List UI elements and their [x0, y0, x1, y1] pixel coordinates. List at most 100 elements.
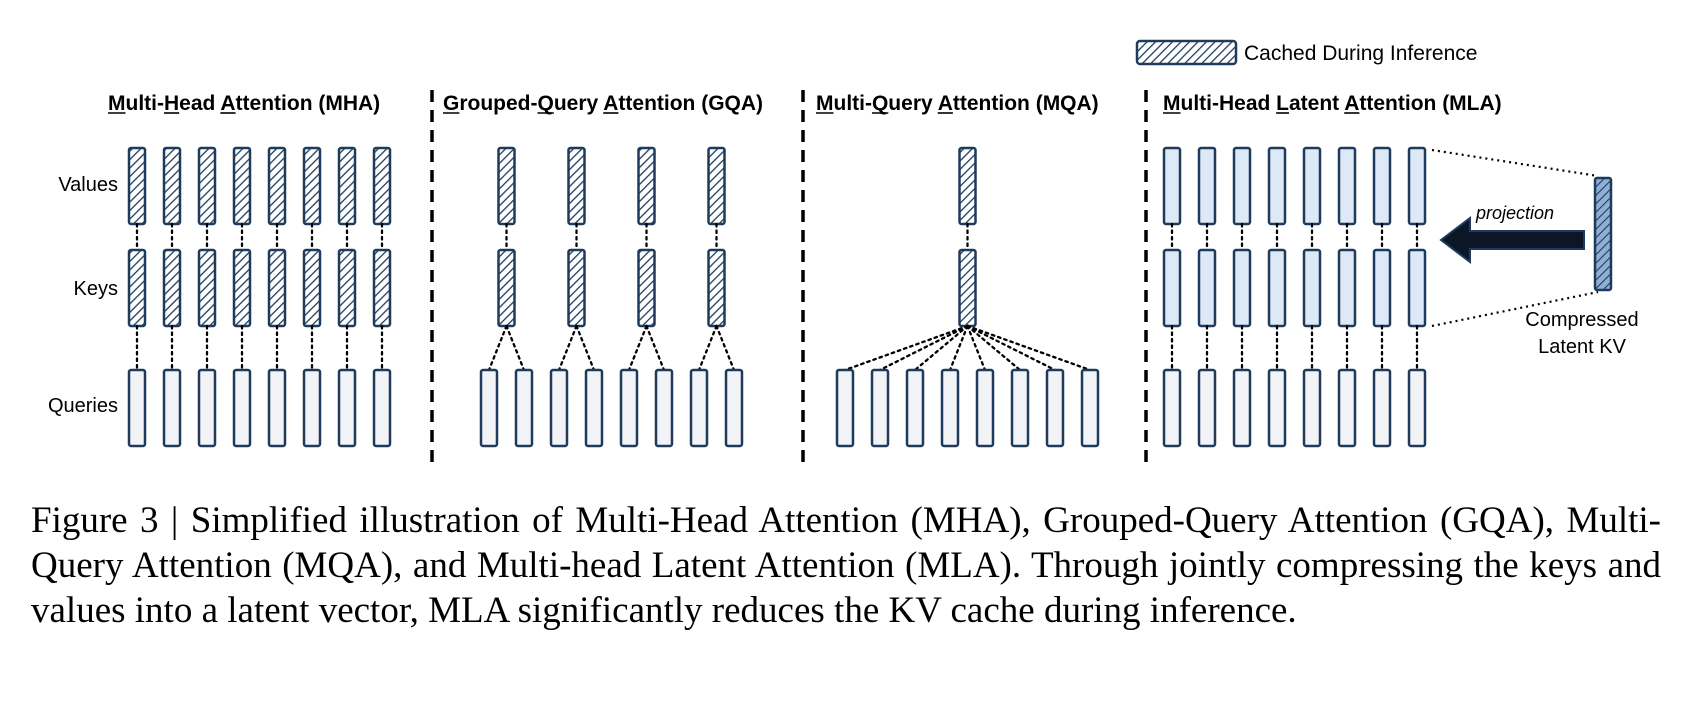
- keys-row-label: Keys: [74, 278, 118, 300]
- mqa-key-head: [958, 248, 977, 328]
- mha-value-head: [372, 146, 392, 226]
- mha-key-head: [267, 248, 287, 328]
- mha-key-head: [302, 248, 322, 328]
- mha-value-head: [127, 146, 147, 226]
- gqa-value-head: [497, 146, 516, 226]
- gqa-key-query-link: [557, 324, 578, 372]
- mqa-key-query-link: [966, 324, 1057, 372]
- mla-value-head: [1337, 146, 1357, 226]
- legend-swatch: [1135, 39, 1238, 66]
- mha-query-head: [197, 368, 217, 448]
- gqa-query-head: [724, 368, 744, 448]
- gqa-key-query-link: [715, 324, 736, 372]
- mla-query-head: [1162, 368, 1182, 448]
- mla-value-head: [1407, 146, 1427, 226]
- mha-title: Multi-Head Attention (MHA): [108, 92, 380, 115]
- mla-title: Multi-Head Latent Attention (MLA): [1163, 92, 1502, 115]
- mla-value-head: [1302, 146, 1322, 226]
- panel-separators: [430, 90, 1148, 470]
- mha-query-head: [302, 368, 322, 448]
- mla-query-head: [1197, 368, 1217, 448]
- mha-value-head: [232, 146, 252, 226]
- mla-query-head: [1372, 368, 1392, 448]
- mqa-query-head: [975, 368, 995, 448]
- projection-arrow-icon: [1439, 215, 1585, 265]
- gqa-key-head: [497, 248, 516, 328]
- mla-value-head: [1197, 146, 1217, 226]
- projection-label: projection: [1475, 203, 1554, 223]
- attention-heads: [108, 112, 1427, 448]
- mla-value-head: [1162, 146, 1182, 226]
- gqa-key-query-link: [575, 324, 596, 372]
- mqa-query-head: [940, 368, 960, 448]
- mha-query-head: [232, 368, 252, 448]
- mla-key-head: [1372, 248, 1392, 328]
- mqa-value-head: [958, 146, 977, 226]
- mha-key-head: [337, 248, 357, 328]
- mla-query-head: [1302, 368, 1322, 448]
- mha-query-head: [162, 368, 182, 448]
- gqa-value-head: [637, 146, 656, 226]
- gqa-key-query-link: [627, 324, 648, 372]
- mqa-key-query-link: [913, 324, 969, 372]
- mha-value-head: [302, 146, 322, 226]
- gqa-query-head: [654, 368, 674, 448]
- gqa-key-query-link: [645, 324, 666, 372]
- gqa-query-head: [689, 368, 709, 448]
- gqa-key-query-link: [487, 324, 508, 372]
- gqa-query-head: [514, 368, 534, 448]
- gqa-key-query-link: [697, 324, 718, 372]
- legend-label: Cached During Inference: [1244, 42, 1477, 65]
- mha-query-head: [267, 368, 287, 448]
- attention-comparison-diagram: Cached During Inference Values Keys Quer…: [48, 39, 1639, 470]
- gqa-key-head: [707, 248, 726, 328]
- mha-value-head: [162, 146, 182, 226]
- mha-key-head: [162, 248, 182, 328]
- gqa-title: Grouped-Query Attention (GQA): [443, 92, 763, 115]
- queries-row-label: Queries: [48, 395, 118, 417]
- mqa-query-head: [1010, 368, 1030, 448]
- mla-value-head: [1267, 146, 1287, 226]
- mqa-query-head: [835, 368, 855, 448]
- gqa-value-head: [707, 146, 726, 226]
- mla-query-head: [1232, 368, 1252, 448]
- mla-key-head: [1267, 248, 1287, 328]
- gqa-key-query-link: [505, 324, 526, 372]
- mqa-query-head: [1080, 368, 1100, 448]
- mha-query-head: [127, 368, 147, 448]
- gqa-value-head: [567, 146, 586, 226]
- figure-caption: Figure 3 | Simplified illustration of Mu…: [31, 500, 1661, 631]
- mla-key-head: [1337, 248, 1357, 328]
- mla-key-head: [1232, 248, 1252, 328]
- mqa-title: Multi-Query Attention (MQA): [816, 92, 1099, 115]
- mla-key-head: [1302, 248, 1322, 328]
- mla-key-head: [1407, 248, 1427, 328]
- gqa-key-head: [567, 248, 586, 328]
- gqa-query-head: [549, 368, 569, 448]
- mqa-key-query-link: [843, 324, 969, 372]
- gqa-query-head: [584, 368, 604, 448]
- mla-query-head: [1267, 368, 1287, 448]
- latent-projection-line-bottom: [1431, 290, 1599, 328]
- gqa-key-head: [637, 248, 656, 328]
- mla-value-head: [1232, 146, 1252, 226]
- mqa-key-query-link: [966, 324, 1022, 372]
- mqa-key-query-link: [966, 324, 1092, 372]
- values-row-label: Values: [58, 174, 118, 196]
- mla-query-head: [1337, 368, 1357, 448]
- diagram-canvas: Cached During Inference Values Keys Quer…: [48, 39, 1639, 470]
- panel-titles: Multi-Head Attention (MHA) Grouped-Query…: [108, 92, 1502, 115]
- gqa-query-head: [619, 368, 639, 448]
- mqa-query-head: [870, 368, 890, 448]
- row-labels: Values Keys Queries: [48, 174, 118, 417]
- mha-value-head: [267, 146, 287, 226]
- mla-key-head: [1162, 248, 1182, 328]
- compressed-latent-kv-vector: [1593, 176, 1613, 292]
- latent-label-line1: Compressed: [1525, 309, 1638, 331]
- mha-query-head: [337, 368, 357, 448]
- mla-key-head: [1197, 248, 1217, 328]
- mha-key-head: [232, 248, 252, 328]
- gqa-query-head: [479, 368, 499, 448]
- mqa-query-head: [905, 368, 925, 448]
- mla-latent-group: projection Compressed Latent KV: [1431, 148, 1639, 358]
